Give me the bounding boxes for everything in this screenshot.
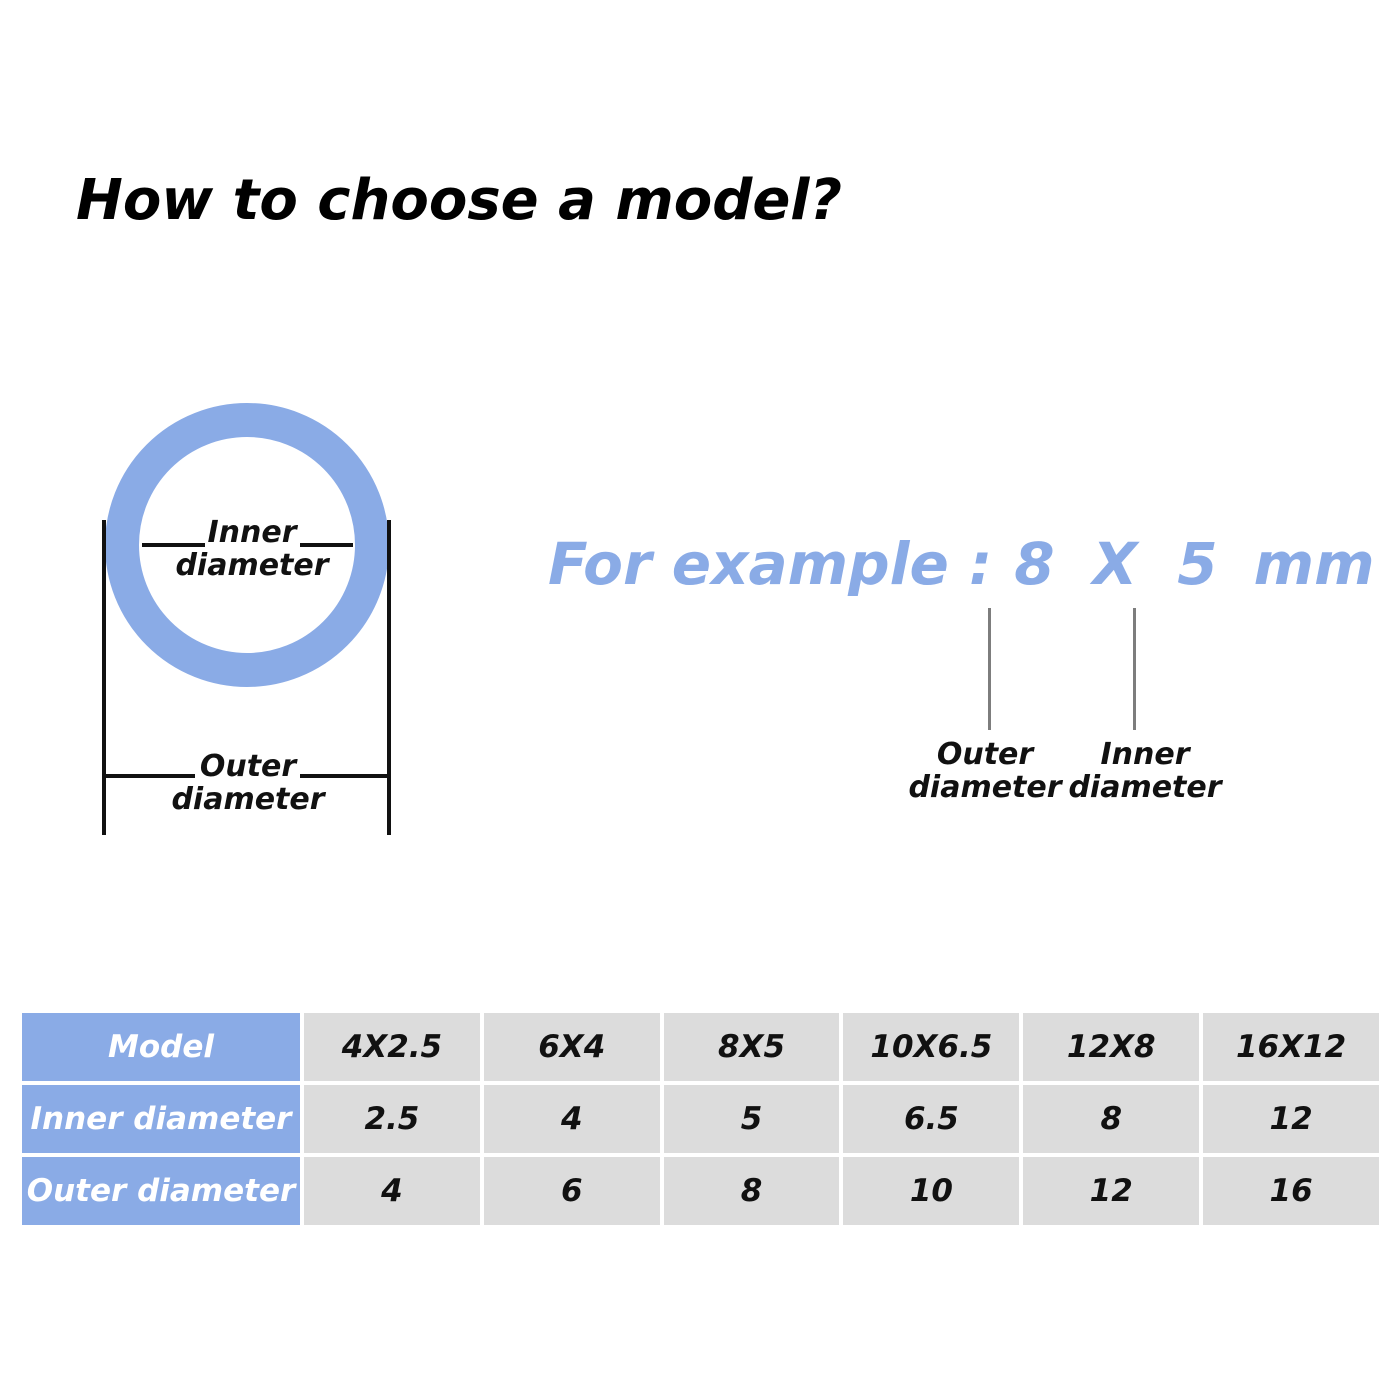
table-cell: 16X12: [1203, 1013, 1379, 1085]
table-cell: 4: [304, 1157, 480, 1225]
table-cell: 10X6.5: [843, 1013, 1020, 1085]
table-cell: 5: [663, 1085, 840, 1157]
outer-label-line1: Outer: [200, 749, 299, 784]
tube-ring: [105, 403, 389, 687]
outer-callout-line: [988, 608, 991, 730]
example-outer-value: 8: [1014, 530, 1055, 598]
row-header-model: Model: [22, 1013, 300, 1085]
row-header-inner-diameter: Inner diameter: [22, 1085, 300, 1157]
outer-callout-line2: diameter: [908, 770, 1062, 805]
table-cell: 2.5: [304, 1085, 480, 1157]
table-cell: 8: [663, 1157, 840, 1225]
inner-diameter-callout: Inner diameter: [1050, 738, 1240, 804]
outer-callout-line1: Outer: [936, 737, 1034, 772]
example-inner-value: 5: [1177, 530, 1218, 598]
table-cell: 6: [483, 1157, 660, 1225]
inner-callout-line2: diameter: [1068, 770, 1222, 805]
example-unit: mm: [1253, 530, 1375, 598]
row-header-outer-diameter: Outer diameter: [22, 1157, 300, 1225]
model-size-table: Model 4X2.5 6X4 8X5 10X6.5 12X8 16X12 In…: [18, 1013, 1383, 1225]
outer-diameter-callout: Outer diameter: [890, 738, 1080, 804]
table-cell: 12: [1023, 1157, 1200, 1225]
outer-label-line2: diameter: [171, 782, 326, 817]
table-cell: 12X8: [1023, 1013, 1200, 1085]
table-row-outer-diameter: Outer diameter 4 6 8 10 12 16: [22, 1157, 1379, 1225]
inner-label-line1: Inner: [207, 515, 298, 550]
table-row-inner-diameter: Inner diameter 2.5 4 5 6.5 8 12: [22, 1085, 1379, 1157]
table-cell: 6.5: [843, 1085, 1020, 1157]
example-prefix: For example :: [548, 530, 993, 598]
table-row-model: Model 4X2.5 6X4 8X5 10X6.5 12X8 16X12: [22, 1013, 1379, 1085]
table-cell: 10: [843, 1157, 1020, 1225]
table-cell: 6X4: [483, 1013, 660, 1085]
table-cell: 16: [1203, 1157, 1379, 1225]
inner-callout-line: [1133, 608, 1136, 730]
table-cell: 8X5: [663, 1013, 840, 1085]
table-cell: 4X2.5: [304, 1013, 480, 1085]
page-title: How to choose a model?: [76, 168, 842, 233]
example-times: X: [1092, 530, 1138, 598]
table-cell: 12: [1203, 1085, 1379, 1157]
table-cell: 8: [1023, 1085, 1200, 1157]
inner-callout-line1: Inner: [1100, 737, 1190, 772]
table-cell: 4: [483, 1085, 660, 1157]
inner-label-line2: diameter: [175, 548, 330, 583]
